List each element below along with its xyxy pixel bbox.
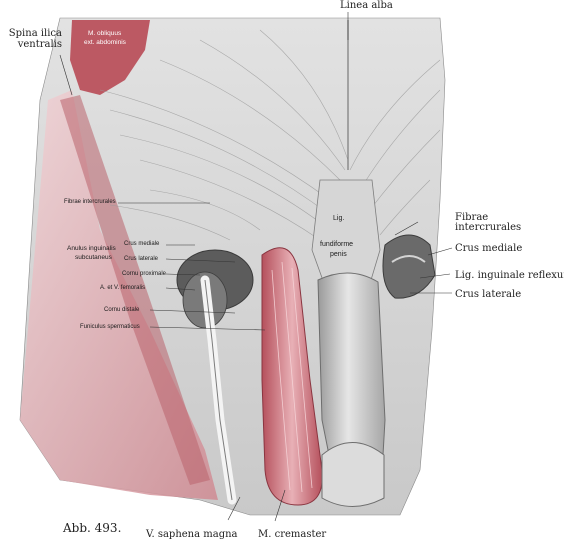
label-m-obliquus-1: M. obliquus xyxy=(88,30,122,37)
label-fundiforme-1: fundiforme xyxy=(320,241,354,248)
leader-lines xyxy=(59,12,453,522)
label-lig: Lig. xyxy=(333,215,345,222)
label-spina-ilica-1: Spina ilica xyxy=(8,28,62,39)
figure-caption: Abb. 493. xyxy=(63,521,122,535)
glans xyxy=(321,442,385,507)
penis-shaft xyxy=(317,272,386,461)
label-a-et-v-femoralis: A. et V. femoralis xyxy=(100,285,146,291)
sartorius-band xyxy=(60,95,210,485)
label-fundiforme-2: penis xyxy=(330,251,347,258)
aponeurosis-fibers xyxy=(99,29,441,241)
label-linea-alba: Linea alba xyxy=(340,0,393,11)
label-anulus-2: subcutaneus xyxy=(75,254,112,261)
inguinal-ring-right xyxy=(382,234,436,299)
label-anulus-1: Anulus inguinalis xyxy=(67,245,116,252)
label-crus-mediale-right: Crus mediale xyxy=(455,243,523,254)
label-m-cremaster: M. cremaster xyxy=(258,529,327,540)
label-funiculus-spermaticus: Funiculus spermaticus xyxy=(80,324,140,330)
label-spina-ilica-2: ventralis xyxy=(17,39,62,50)
label-crus-laterale-right: Crus laterale xyxy=(455,289,522,300)
label-fibrae-intercrurales-left: Fibrae intercrurales xyxy=(64,199,116,205)
external-oblique-muscle xyxy=(70,20,150,95)
cremaster-fibers xyxy=(271,261,313,493)
label-fibrae-intercrurales-right-2: intercrurales xyxy=(455,222,522,233)
label-m-obliquus-2: ext. abdominis xyxy=(84,39,126,46)
label-crus-mediale-inner: Crus mediale xyxy=(124,241,160,247)
label-cornu-proximale: Cornu proximale xyxy=(122,271,167,277)
label-crus-laterale-inner: Crus laterale xyxy=(124,256,159,262)
label-fibrae-intercrurales-right-1: Fibrae xyxy=(455,212,489,223)
label-lig-inguinale-reflexum: Lig. inguinale reflexum xyxy=(455,270,564,281)
label-v-saphena-magna: V. saphena magna xyxy=(146,529,238,540)
label-cornu-distale: Cornu distale xyxy=(104,307,140,313)
